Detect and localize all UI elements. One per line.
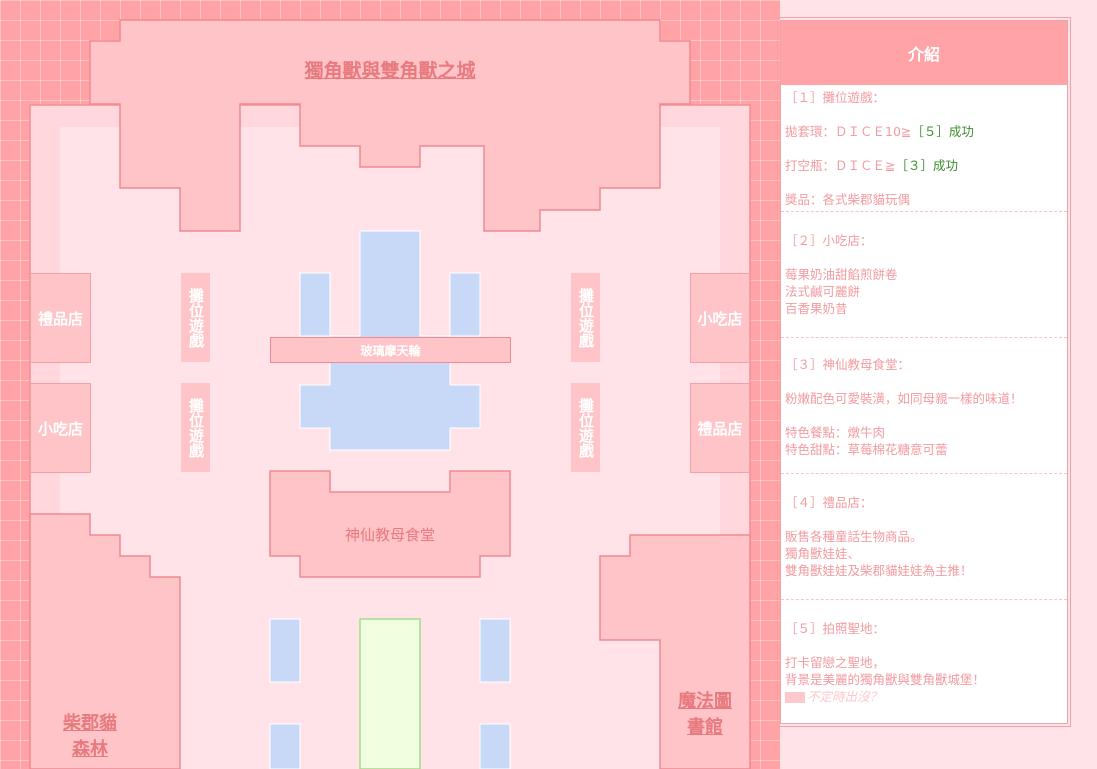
section2-heading: ［２］小吃店： [785, 233, 873, 248]
section4-line3: 雙角獸娃娃及柴郡貓娃娃為主推！ [785, 563, 973, 578]
pool-right-1 [479, 618, 511, 683]
section2-line1: 莓果奶油甜餡煎餅卷 [785, 267, 898, 282]
panel-title: 介紹 [781, 21, 1067, 85]
section4-line2: 獨角獸娃娃、 [785, 546, 861, 561]
section-booth-games: ［１］攤位遊戲： 拋套環：ＤＩＣＥ10≧［５］成功 打空瓶：ＤＩＣＥ≧［３］成功… [781, 85, 1067, 212]
section2-line3: 百香果奶昔 [785, 301, 848, 316]
forest-area [29, 513, 181, 769]
pool-right-2 [479, 723, 511, 769]
booth-game-tr[interactable]: 攤位遊戲 [571, 273, 600, 362]
section1-heading: ［１］攤位遊戲： [785, 90, 886, 105]
intro-panel: 介紹 ［１］攤位遊戲： 拋套環：ＤＩＣＥ10≧［５］成功 打空瓶：ＤＩＣＥ≧［３… [777, 17, 1071, 727]
snack-shop-right[interactable]: 小吃店 [690, 273, 750, 363]
section3-dessert: 特色甜點：草莓棉花糖意可蕾 [785, 442, 948, 457]
gift-shop-left[interactable]: 禮品店 [30, 273, 91, 363]
forest-title[interactable]: 柴郡貓森林 [63, 713, 117, 760]
castle-building [89, 19, 691, 232]
section4-line1: 販售各種童話生物商品。 [785, 529, 923, 544]
section5-heading: ［５］拍照聖地： [785, 621, 886, 636]
booth-game-tl[interactable]: 攤位遊戲 [181, 273, 210, 362]
section4-heading: ［４］禮品店： [785, 495, 873, 510]
section1-ring: 拋套環：ＤＩＣＥ10≧［５］成功 [785, 124, 974, 139]
section3-desc: 粉嫩配色可愛裝潢，如同母親一樣的味道！ [785, 391, 1023, 406]
snack-shop-left[interactable]: 小吃店 [30, 383, 91, 473]
section5-line2: 背景是美麗的獨角獸與雙角獸城堡！ [785, 672, 986, 687]
map-shapes [29, 19, 751, 769]
section2-line2: 法式鹹可麗餅 [785, 284, 861, 299]
castle-title[interactable]: 獨角獸與雙角獸之城 [304, 60, 476, 82]
park-map: 獨角獸與雙角獸之城 玻璃摩天輪 神仙教母食堂 禮品店 小吃店 小吃店 禮品店 攤… [0, 0, 780, 769]
restaurant-building [269, 470, 511, 578]
ghost-mark-icon [785, 692, 805, 703]
section-snack-shop: ［２］小吃店： 莓果奶油甜餡煎餅卷 法式鹹可麗餅 百香果奶昔 [781, 212, 1067, 338]
section5-ghost: 不定時出沒？ [785, 688, 1063, 705]
booth-game-br[interactable]: 攤位遊戲 [571, 383, 600, 472]
section-restaurant: ［３］神仙教母食堂： 粉嫩配色可愛裝潢，如同母親一樣的味道！ 特色餐點：燉牛肉 … [781, 338, 1067, 474]
ferris-wheel-text: 玻璃摩天輪 [360, 343, 421, 358]
library-title[interactable]: 魔法圖書館 [678, 691, 732, 738]
library-area [599, 534, 751, 769]
section5-line1: 打卡留戀之聖地， [785, 655, 886, 670]
section-photo-spot: ［５］拍照聖地： 打卡留戀之聖地， 背景是美麗的獨角獸與雙角獸城堡！ 不定時出沒… [781, 600, 1067, 707]
section-gift-shop: ［４］禮品店： 販售各種童話生物商品。 獨角獸娃娃、 雙角獸娃娃及柴郡貓娃娃為主… [781, 474, 1067, 600]
section3-heading: ［３］神仙教母食堂： [785, 357, 911, 372]
pool-left-1 [269, 618, 301, 683]
section1-prize: 獎品：各式柴郡貓玩偶 [785, 192, 911, 207]
garden-path [359, 618, 421, 769]
ferris-wheel-label[interactable]: 玻璃摩天輪 [270, 337, 511, 363]
pool-left-2 [269, 723, 301, 769]
booth-game-bl[interactable]: 攤位遊戲 [181, 383, 210, 472]
gift-shop-right[interactable]: 禮品店 [690, 383, 750, 473]
section1-bottle: 打空瓶：ＤＩＣＥ≧［３］成功 [785, 158, 958, 173]
section3-meal: 特色餐點：燉牛肉 [785, 425, 886, 440]
restaurant-label[interactable]: 神仙教母食堂 [344, 526, 435, 544]
